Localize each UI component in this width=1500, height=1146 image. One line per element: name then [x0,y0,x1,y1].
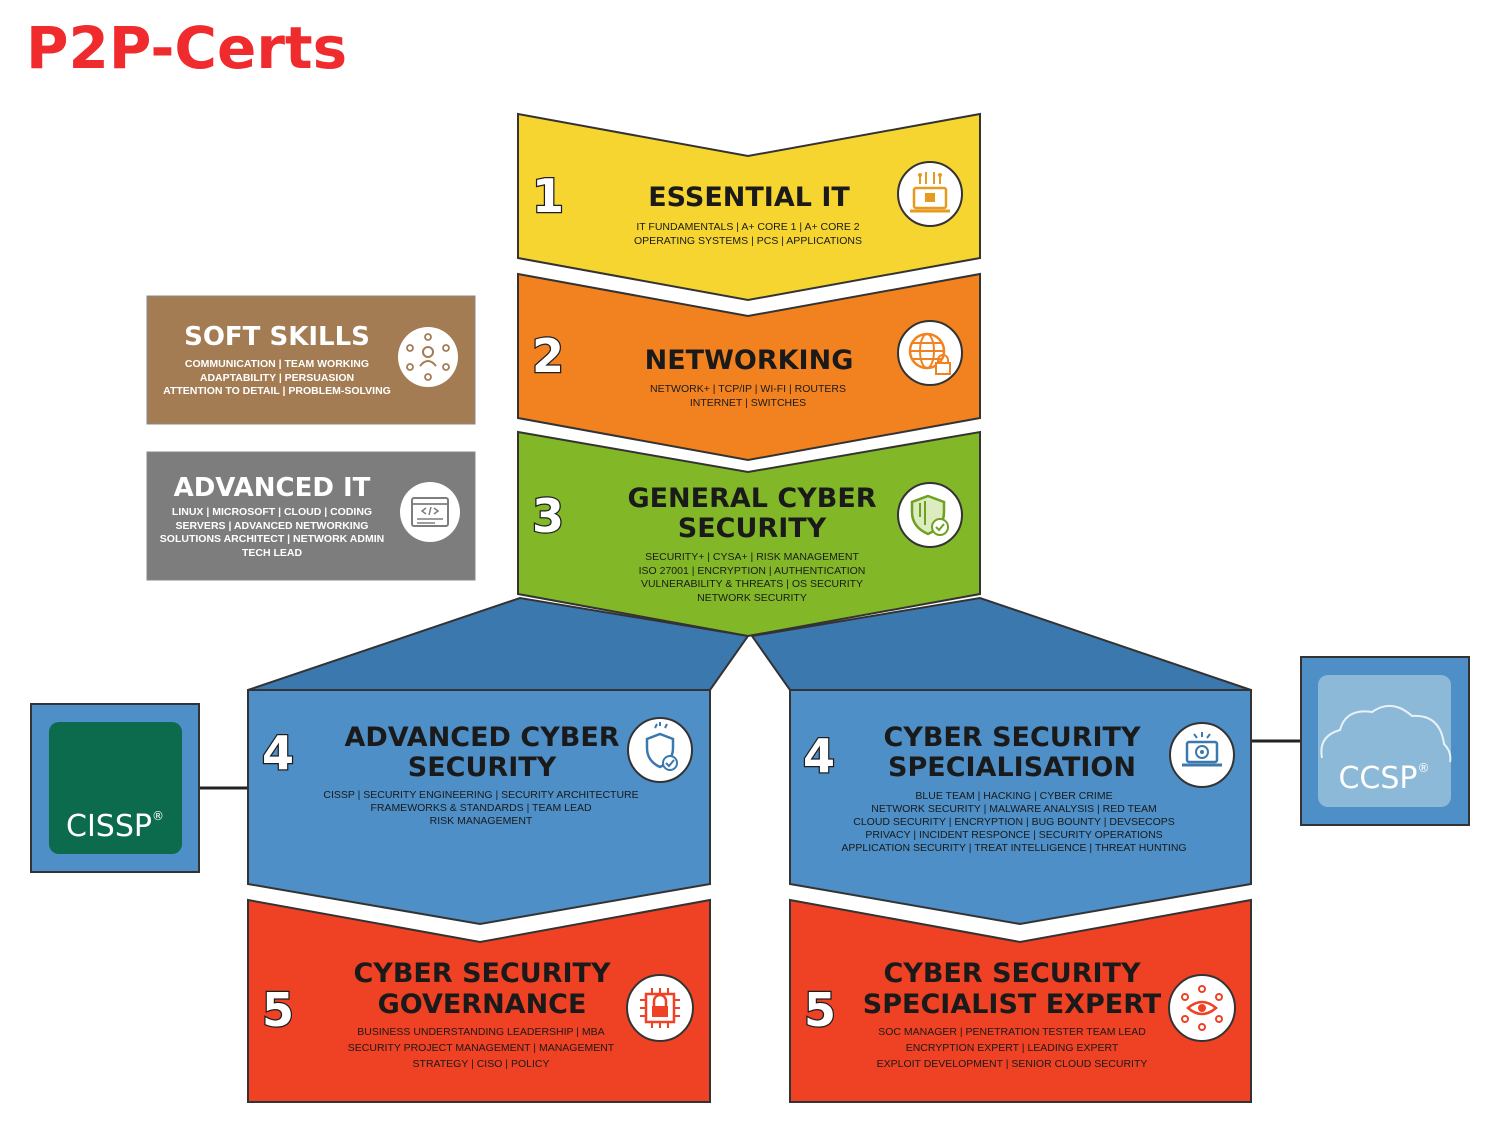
skill-line: INTERNET | SWITCHES [690,397,806,409]
skill-line: VULNERABILITY & THREATS | OS SECURITY [641,578,863,590]
skill-line: ADAPTABILITY | PERSUASION [200,372,354,384]
skill-line: SOC MANAGER | PENETRATION TESTER TEAM LE… [878,1026,1146,1038]
globe-lock-icon [897,320,963,386]
skill-line: BLUE TEAM | HACKING | CYBER CRIME [915,790,1112,802]
level-title: CYBER SECURITY [883,722,1140,753]
skill-line: NETWORK SECURITY [697,592,807,604]
level-4-advanced-cyber-security: 4 ADVANCED CYBER SECURITY CISSP | SECURI… [247,596,750,926]
level-5-governance: 5 CYBER SECURITY GOVERNANCE BUSINESS UND… [247,898,711,1103]
skill-line: APPLICATION SECURITY | TREAT INTELLIGENC… [841,842,1186,854]
chip-lock-icon [626,974,694,1042]
level-title: SPECIALISATION [888,752,1136,783]
level-2-networking: 2 NETWORKING NETWORK+ | TCP/IP | WI-FI |… [517,272,981,462]
level-title: SECURITY [408,752,557,783]
level-title: ESSENTIAL IT [648,182,850,213]
cloud-icon [1320,705,1452,763]
box-title: SOFT SKILLS [184,322,370,352]
level-title: CYBER SECURITY [883,958,1140,989]
skill-line: NETWORK+ | TCP/IP | WI-FI | ROUTERS [650,383,846,395]
level-title: GOVERNANCE [378,989,587,1020]
people-network-icon [398,327,458,387]
skill-line: SECURITY+ | CYSA+ | RISK MANAGEMENT [645,551,859,563]
skill-line: CLOUD SECURITY | ENCRYPTION | BUG BOUNTY… [853,816,1175,828]
laptop-eye-icon [1169,722,1235,788]
badge-shield-icon [627,717,693,783]
level-1-essential-it: 1 ESSENTIAL IT IT FUNDAMENTALS | A+ CORE… [517,112,981,302]
level-title: ADVANCED CYBER [344,722,619,753]
cert-label: CISSP® [66,809,164,844]
level-number: 5 [804,983,836,1037]
code-window-icon [400,482,460,542]
level-number: 3 [532,489,564,543]
skill-line: NETWORK SECURITY | MALWARE ANALYSIS | RE… [871,803,1157,815]
skill-line: SECURITY PROJECT MANAGEMENT | MANAGEMENT [348,1042,615,1054]
skill-line: BUSINESS UNDERSTANDING LEADERSHIP | MBA [357,1026,604,1038]
level-title: SECURITY [678,513,827,544]
level-title: NETWORKING [645,345,854,376]
skill-line: CISSP | SECURITY ENGINEERING | SECURITY … [323,789,638,801]
soft-skills-box: SOFT SKILLS COMMUNICATION | TEAM WORKING… [146,295,476,425]
eye-network-icon [1168,974,1236,1042]
skill-line: SERVERS | ADVANCED NETWORKING [176,520,369,532]
skill-line: RISK MANAGEMENT [430,815,533,827]
level-number: 2 [532,329,564,383]
skill-line: COMMUNICATION | TEAM WORKING [185,358,369,370]
level-4-cyber-security-specialisation: 4 CYBER SECURITY SPECIALISATION BLUE TEA… [750,596,1252,926]
level-number: 4 [262,726,294,780]
box-title: ADVANCED IT [174,473,371,503]
level-number: 1 [532,169,564,223]
cert-label: CCSP® [1338,761,1429,796]
level-number: 5 [262,983,294,1037]
skill-line: TECH LEAD [242,547,303,559]
skill-line: OPERATING SYSTEMS | PCS | APPLICATIONS [634,235,862,247]
level-title: CYBER SECURITY [353,958,610,989]
level-number: 4 [803,729,835,783]
skill-line: EXPLOIT DEVELOPMENT | SENIOR CLOUD SECUR… [877,1058,1148,1070]
level-5-specialist-expert: 5 CYBER SECURITY SPECIALIST EXPERT SOC M… [789,898,1252,1103]
advanced-it-box: ADVANCED IT LINUX | MICROSOFT | CLOUD | … [146,451,476,581]
skill-line: PRIVACY | INCIDENT RESPONCE | SECURITY O… [865,829,1162,841]
ccsp-certification: CCSP® [1300,656,1470,826]
circuit-monitor-icon [897,161,963,227]
skill-line: ISO 27001 | ENCRYPTION | AUTHENTICATION [639,565,866,577]
brand-logo: P2P-Certs [26,14,348,82]
level-title: SPECIALIST EXPERT [863,989,1162,1020]
level-title: GENERAL CYBER [627,483,876,514]
skill-line: ENCRYPTION EXPERT | LEADING EXPERT [906,1042,1119,1054]
skill-line: SOLUTIONS ARCHITECT | NETWORK ADMIN [160,533,384,545]
cissp-certification: CISSP® [30,703,200,873]
skill-line: FRAMEWORKS & STANDARDS | TEAM LEAD [370,802,592,814]
skill-line: IT FUNDAMENTALS | A+ CORE 1 | A+ CORE 2 [636,221,859,233]
skill-line: ATTENTION TO DETAIL | PROBLEM-SOLVING [163,385,391,397]
skill-line: STRATEGY | CISO | POLICY [413,1058,550,1070]
skill-line: LINUX | MICROSOFT | CLOUD | CODING [172,506,372,518]
level-3-general-cyber-security: 3 GENERAL CYBER SECURITY SECURITY+ | CYS… [517,430,981,638]
shield-check-icon [897,482,963,548]
